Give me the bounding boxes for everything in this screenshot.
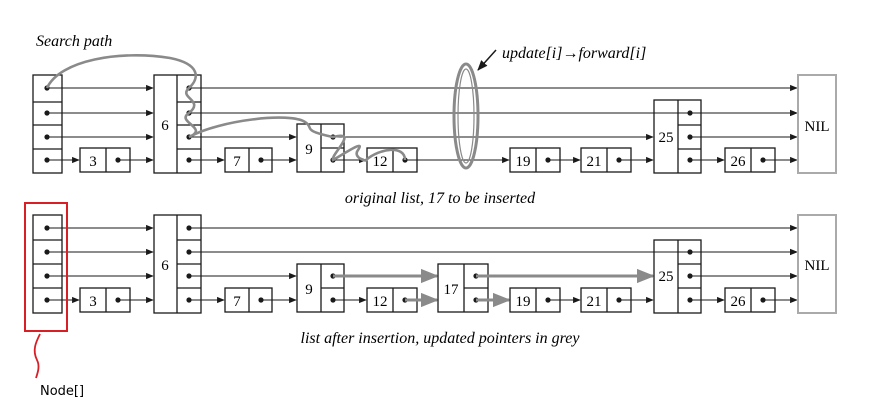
node-key: 9	[305, 282, 313, 298]
node-21: 21	[580, 147, 654, 173]
node-key: 9	[305, 142, 313, 158]
nil-label: NIL	[805, 258, 830, 274]
node-9: 9	[296, 263, 439, 313]
node-key: 7	[233, 294, 241, 310]
node-key: 6	[161, 258, 169, 274]
node-7: 7	[224, 287, 297, 313]
search-path-label: Search path	[36, 33, 112, 50]
node-key: 7	[233, 154, 241, 170]
header-node	[32, 214, 63, 314]
node-19: 19	[509, 147, 581, 173]
update-ellipse	[452, 62, 480, 170]
node-key: 21	[587, 294, 602, 310]
header-pointers	[47, 84, 154, 164]
update-arrow	[477, 49, 497, 71]
nil-node: NIL	[797, 214, 837, 314]
header-node	[32, 74, 63, 174]
node-label: Node[]	[40, 384, 84, 399]
node-3: 3	[79, 287, 154, 313]
update-forward-label: update[i]→forward[i]	[502, 45, 646, 62]
node-key: 6	[161, 118, 169, 134]
node-26: 26	[724, 147, 798, 173]
node-key: 26	[731, 154, 747, 170]
node-25: 25	[653, 239, 798, 314]
updated-caption: list after insertion, updated pointers i…	[301, 330, 581, 347]
node-highlight-box	[24, 202, 68, 332]
node-key: 25	[659, 269, 674, 285]
node-highlight-pointer	[33, 333, 41, 379]
search-path-curve	[45, 54, 407, 162]
node-key: 12	[373, 294, 388, 310]
node-key: 17	[444, 282, 460, 298]
node-19: 19	[509, 287, 581, 313]
node-7: 7	[224, 147, 297, 173]
nil-label: NIL	[805, 119, 830, 135]
updated-list: 3 6 7	[32, 214, 837, 347]
original-caption: original list, 17 to be inserted	[345, 190, 536, 207]
node-6: 6	[153, 74, 798, 174]
node-key: 12	[373, 154, 388, 170]
node-key: 21	[587, 154, 602, 170]
node-key: 19	[516, 154, 531, 170]
node-key: 3	[89, 154, 97, 170]
nil-node: NIL	[797, 74, 837, 174]
node-12: 12	[366, 287, 439, 313]
node-12: 12	[366, 147, 510, 173]
node-key: 19	[516, 294, 531, 310]
node-26: 26	[724, 287, 798, 313]
node-key: 3	[89, 294, 97, 310]
original-list: 3 6 7	[32, 33, 837, 207]
node-17: 17	[437, 263, 655, 313]
node-3: 3	[79, 147, 154, 173]
node-21: 21	[580, 287, 654, 313]
node-key: 26	[731, 294, 747, 310]
node-key: 25	[659, 130, 674, 146]
node-25: 25	[653, 99, 798, 174]
